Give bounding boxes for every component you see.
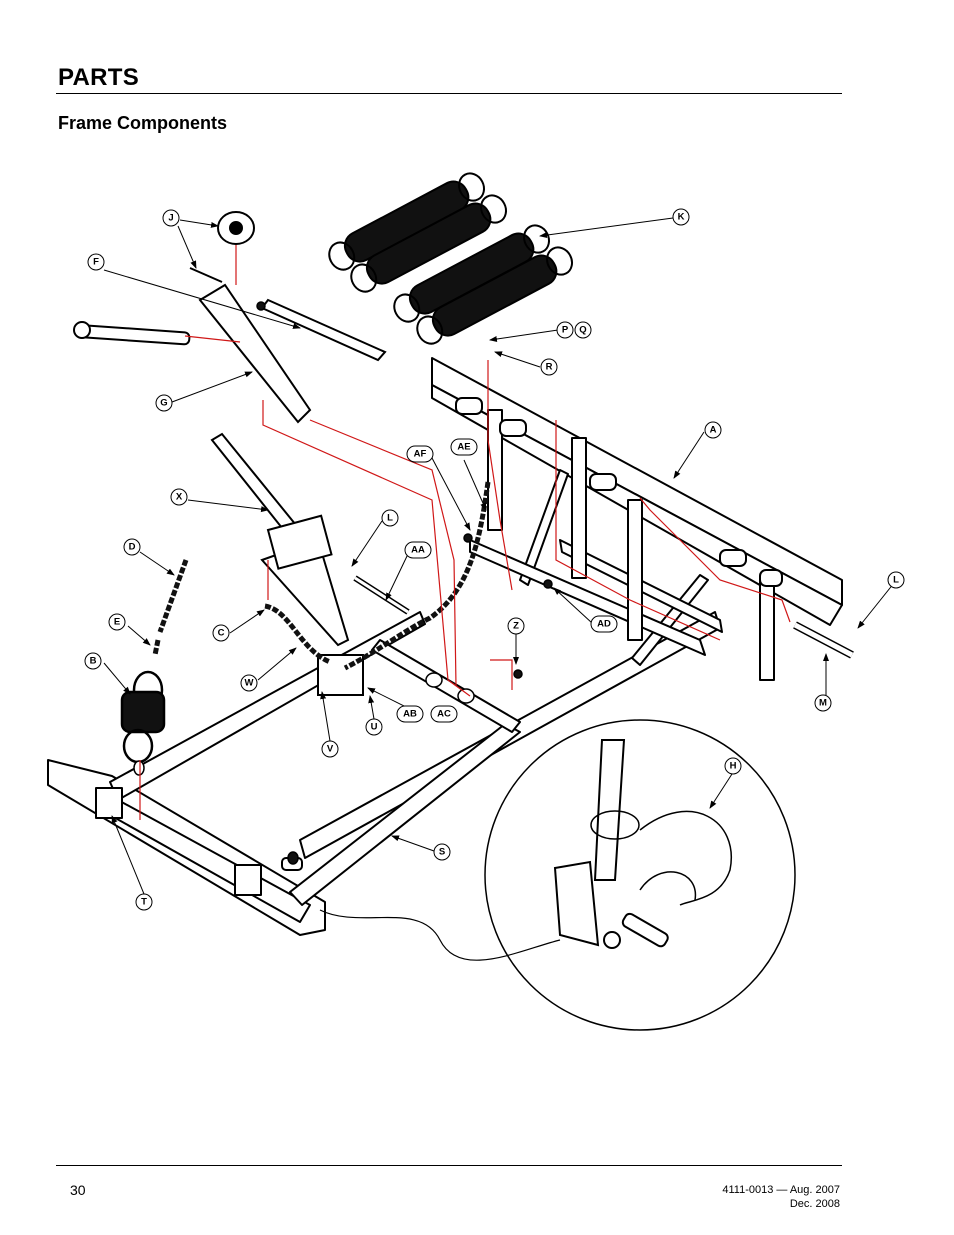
- header-rule: [56, 93, 842, 94]
- section-title: Frame Components: [58, 113, 228, 133]
- callout-u: U: [371, 722, 378, 733]
- spring-b: [120, 670, 166, 764]
- springs: [328, 172, 574, 345]
- callout-l-right: L: [893, 575, 899, 586]
- leader-lines: [103, 217, 895, 895]
- callout-af: AF: [414, 449, 427, 460]
- callout-x: X: [176, 492, 183, 503]
- footer-rule: [56, 1165, 842, 1166]
- callout-z: Z: [513, 621, 519, 632]
- callout-e: E: [114, 617, 120, 628]
- callout-r: R: [546, 362, 553, 373]
- callout-ad: AD: [597, 619, 611, 630]
- callout-f: F: [93, 257, 99, 268]
- document-info: 4111-0013 — Aug. 2007 Dec. 2008: [722, 1183, 840, 1211]
- callout-d: D: [129, 542, 136, 553]
- callout-a: A: [710, 425, 717, 436]
- chains: [152, 481, 491, 671]
- document-number: 4111-0013 — Aug. 2007: [722, 1184, 840, 1196]
- callout-k: K: [678, 212, 685, 223]
- arm-assembly: [73, 211, 387, 424]
- callout-v: V: [327, 744, 334, 755]
- callout-c: C: [218, 628, 225, 639]
- callout-l-upper: L: [387, 513, 393, 524]
- callout-m: M: [819, 698, 827, 709]
- callout-g: G: [160, 398, 167, 409]
- detail-view-h: [319, 719, 796, 1031]
- callout-ac: AC: [437, 709, 451, 720]
- callout-q: Q: [579, 325, 586, 336]
- callout-s: S: [439, 847, 445, 858]
- callout-j: J: [168, 213, 173, 224]
- assembly-lines: [139, 245, 791, 820]
- lever-assembly: [210, 432, 854, 696]
- callout-p: P: [562, 325, 569, 336]
- revision-date: Dec. 2008: [789, 1198, 840, 1210]
- callout-ae: AE: [457, 442, 470, 453]
- callout-bubbles: [84, 208, 905, 911]
- callout-aa: AA: [411, 545, 425, 556]
- page-title: PARTS: [58, 64, 140, 91]
- callout-b: B: [90, 656, 97, 667]
- callout-ab: AB: [403, 709, 417, 720]
- page-number: 30: [70, 1182, 86, 1198]
- callout-w: W: [245, 678, 254, 689]
- callout-t: T: [141, 897, 147, 908]
- callout-h: H: [730, 761, 737, 772]
- frame-drawing: [47, 357, 843, 936]
- small-parts: [133, 301, 553, 865]
